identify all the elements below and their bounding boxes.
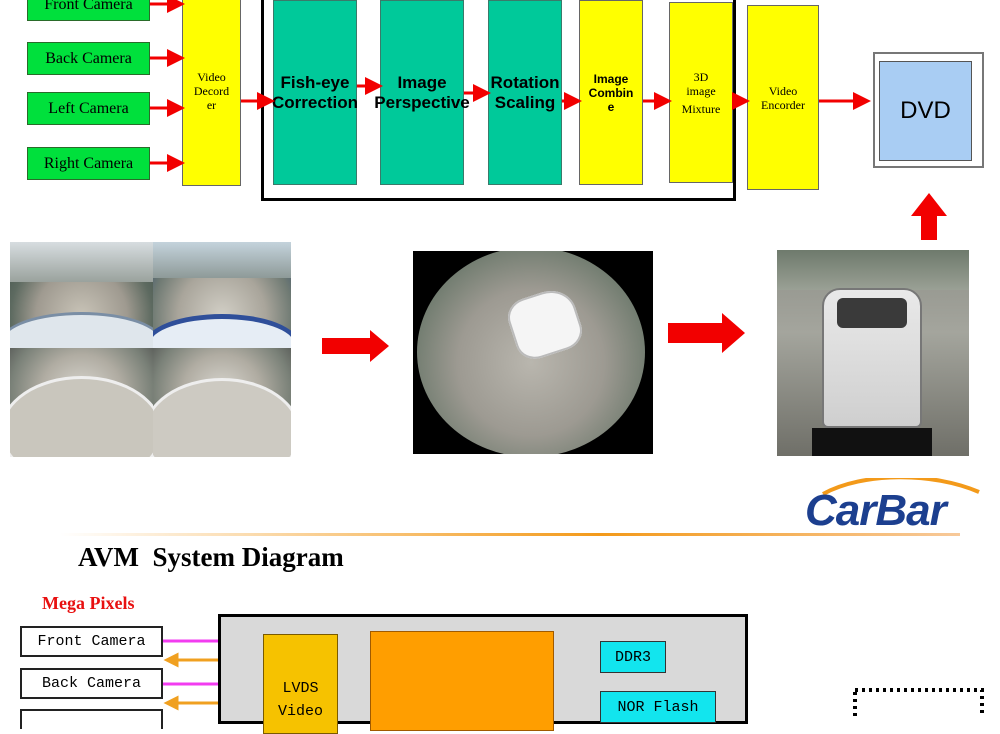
video-decoder-box: Video Decord er [182, 0, 241, 186]
sys-front-camera-label: Front Camera [37, 633, 146, 650]
front-camera-label: Front Camera [44, 0, 133, 13]
right-camera-label: Right Camera [43, 154, 134, 172]
combined-3d-view [413, 251, 653, 454]
mixture-line-2: image [686, 83, 716, 98]
back-camera-box: Back Camera [27, 42, 150, 75]
ddr3-box: DDR3 [600, 641, 666, 673]
encoder-line-2: Encorder [761, 97, 805, 112]
dvd-label: DVD [900, 97, 951, 124]
fisheye-photo-left [10, 348, 153, 457]
dvd-box: DVD [879, 61, 972, 161]
lvds-video-box: LVDS Video [263, 634, 338, 734]
carbar-logo: CarBar [803, 475, 999, 535]
nor-flash-box: NOR Flash [600, 691, 716, 723]
mega-pixels-label: Mega Pixels [42, 593, 135, 613]
rotation-line-2: Scaling [494, 92, 556, 112]
decoder-line-3: er [206, 97, 217, 112]
back-camera-label: Back Camera [45, 49, 132, 67]
divider-line [60, 533, 960, 536]
rotation-line-1: Rotation [490, 72, 560, 92]
sys-front-camera-box: Front Camera [20, 626, 163, 657]
perspective-line-1: Image [397, 72, 447, 92]
fisheye-photo-front [10, 242, 153, 348]
ground-arc [153, 378, 291, 457]
soc-block [370, 631, 554, 731]
sys-back-camera-label: Back Camera [41, 675, 142, 692]
logo-text: CarBar [805, 486, 947, 535]
combine-line-2: Combin [588, 85, 634, 100]
sys-back-camera-box: Back Camera [20, 668, 163, 699]
fisheye-line-2: Correction [272, 92, 358, 112]
block-arrow-right-2 [668, 313, 745, 353]
system-title: AVM System Diagram [78, 542, 344, 572]
block-arrow-up [911, 193, 947, 240]
mixture-line-1: 3D [693, 69, 709, 84]
combine-line-1: Image [593, 71, 629, 86]
sky-region [10, 242, 153, 282]
fisheye-photo-back [153, 242, 291, 348]
bumper-arc [153, 314, 291, 348]
lvds-label: LVDS [282, 680, 319, 697]
left-camera-box: Left Camera [27, 92, 150, 125]
fisheye-photo-right [153, 348, 291, 457]
left-camera-label: Left Camera [48, 99, 129, 117]
right-camera-box: Right Camera [27, 147, 150, 180]
block-arrow-right-1 [322, 330, 389, 362]
decoder-line-1: Video [197, 69, 226, 84]
background-region [777, 250, 969, 290]
logo-swoosh [822, 475, 980, 496]
bumper-arc [10, 312, 153, 348]
perspective-line-2: Perspective [374, 92, 470, 112]
fisheye-line-1: Fish-eye [280, 72, 350, 92]
sys-third-camera-box [20, 709, 163, 729]
front-camera-box: Front Camera [27, 0, 150, 21]
mixture-line-3: Mixture [681, 101, 721, 116]
dotted-box [853, 688, 984, 716]
ground-arc [10, 376, 153, 457]
sky-region [153, 242, 291, 278]
combine-line-3: e [607, 99, 615, 114]
decoder-line-2: Decord [193, 83, 230, 98]
output-view-photo [777, 250, 969, 456]
vehicle-shadow [812, 428, 932, 456]
encoder-line-1: Video [768, 83, 798, 98]
suv-roof [837, 298, 907, 328]
nor-flash-label: NOR Flash [617, 698, 699, 716]
video-label: Video [277, 703, 323, 720]
ddr3-label: DDR3 [614, 648, 651, 666]
